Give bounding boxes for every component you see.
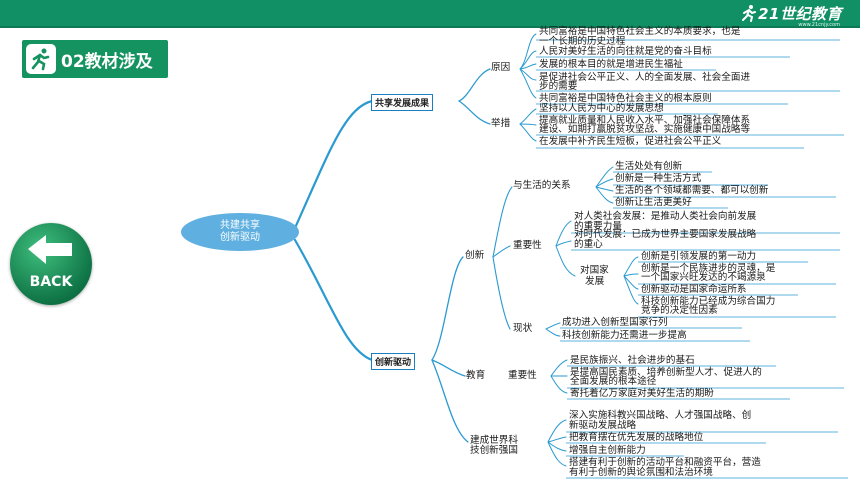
back-button[interactable]: BACK: [10, 223, 92, 305]
brand-logo[interactable]: 21世纪教育: [740, 3, 842, 23]
branch-shared-development: 共享发展成果: [371, 94, 434, 111]
life-item-2: 创新是一种生活方式: [615, 173, 702, 184]
country-label-line-1: 对国家: [580, 265, 609, 276]
reason-label: 原因: [491, 62, 511, 73]
reason-item-3: 发展的根本目的就是增进民生福祉: [539, 59, 683, 70]
reason-item-1-line-2: 一个长期的历史过程: [539, 36, 626, 47]
science-item-4-line-2: 有利于创新的舆论氛围和法治环境: [569, 467, 713, 478]
brand-url: www.21cnjy.com: [798, 22, 840, 28]
measures-item-1: 坚持以人民为中心的发展思想: [539, 103, 664, 114]
branch-innovation-driven: 创新驱动: [371, 353, 416, 370]
root-line-1: 共建共享: [220, 220, 260, 231]
education-importance-label: 重要性: [508, 370, 537, 381]
science-item-1-line-1: 深入实施科教兴国战略、人才强国战略、创: [569, 410, 752, 421]
measures-label: 举措: [491, 118, 511, 129]
status-item-2: 科技创新能力还需进一步提高: [562, 330, 687, 341]
section-tag: 02教材涉及: [22, 40, 168, 78]
reason-item-5: 共同富裕是中国特色社会主义的根本原则: [539, 93, 712, 104]
measures-item-3: 在发展中补齐民生短板，促进社会公平正义: [539, 136, 722, 147]
life-item-3: 生活的各个领域都需要、都可以创新: [615, 185, 769, 196]
country-item-1: 创新是引领发展的第一动力: [641, 251, 757, 262]
country-item-3: 创新驱动是国家命运所系: [641, 284, 747, 295]
education-item-2-line-2: 全面发展的根本途径: [570, 376, 657, 387]
importance-label: 重要性: [513, 240, 542, 251]
measures-item-2-line-2: 建设、如期打赢脱贫攻坚战、实施健康中国战略等: [539, 124, 751, 135]
status-label: 现状: [513, 323, 533, 334]
reason-item-4-line-2: 步的需要: [539, 81, 578, 92]
education-item-2-line-1: 是提高国民素质、培养创新型人才、促进人的: [570, 367, 762, 378]
innovation-label: 创新: [465, 250, 485, 261]
science-item-4-line-1: 搭建有利于创新的活动平台和融资平台，营造: [569, 457, 761, 468]
life-item-4: 创新让生活更美好: [615, 197, 692, 208]
reason-item-4-line-1: 是促进社会公平正义、人的全面发展、社会全面进: [539, 72, 751, 83]
back-label: BACK: [29, 274, 73, 290]
importance-era-line-2: 的重心: [574, 239, 603, 250]
country-item-2-line-1: 创新是一个民族进步的灵魂，是: [641, 263, 776, 274]
education-item-3: 寄托着亿万家庭对美好生活的期盼: [570, 388, 714, 399]
root-node: 共建共享 创新驱动: [181, 213, 299, 251]
section-title: 02教材涉及: [61, 51, 153, 72]
science-item-3: 增强自主创新能力: [569, 445, 646, 456]
country-item-4-line-2: 竞争的决定性因素: [641, 305, 718, 316]
importance-era-line-1: 对时代发展：已成为世界主要国家发展战略: [574, 229, 757, 240]
country-item-4-line-1: 科技创新能力已经成为综合国力: [641, 296, 776, 307]
reason-item-1-line-1: 共同富裕是中国特色社会主义的本质要求，也是: [539, 26, 741, 37]
runner-logo-icon: [742, 5, 757, 22]
science-label-line-2: 技创新强国: [470, 445, 518, 456]
education-label: 教育: [466, 370, 486, 381]
arrow-left-icon: [28, 235, 72, 264]
measures-item-2-line-1: 提高就业质量和人民收入水平、加强社会保障体系: [539, 115, 751, 126]
importance-society-line-2: 的重要力量: [574, 221, 622, 232]
science-item-2: 把教育摆在优先发展的战略地位: [569, 432, 704, 443]
status-item-1: 成功进入创新型国家行列: [562, 317, 668, 328]
header-divider: [0, 26, 860, 28]
brand-text: 21世纪教育: [758, 4, 842, 23]
education-item-1: 是民族振兴、社会进步的基石: [570, 355, 695, 366]
reason-item-2: 人民对美好生活的向往就是党的奋斗目标: [539, 46, 712, 57]
runner-icon: [26, 44, 56, 74]
science-item-1-line-2: 新驱动发展战略: [569, 420, 637, 431]
science-label-line-1: 建成世界科: [470, 435, 518, 446]
header-bar: [0, 0, 860, 26]
root-line-2: 创新驱动: [220, 232, 260, 243]
importance-society-line-1: 对人类社会发展：是推动人类社会向前发展: [574, 211, 757, 222]
country-label-line-2: 发展: [585, 276, 605, 287]
life-item-1: 生活处处有创新: [615, 161, 683, 172]
country-item-2-line-2: 一个国家兴旺发达的不竭源泉: [641, 272, 766, 283]
life-relation-label: 与生活的关系: [513, 180, 571, 191]
